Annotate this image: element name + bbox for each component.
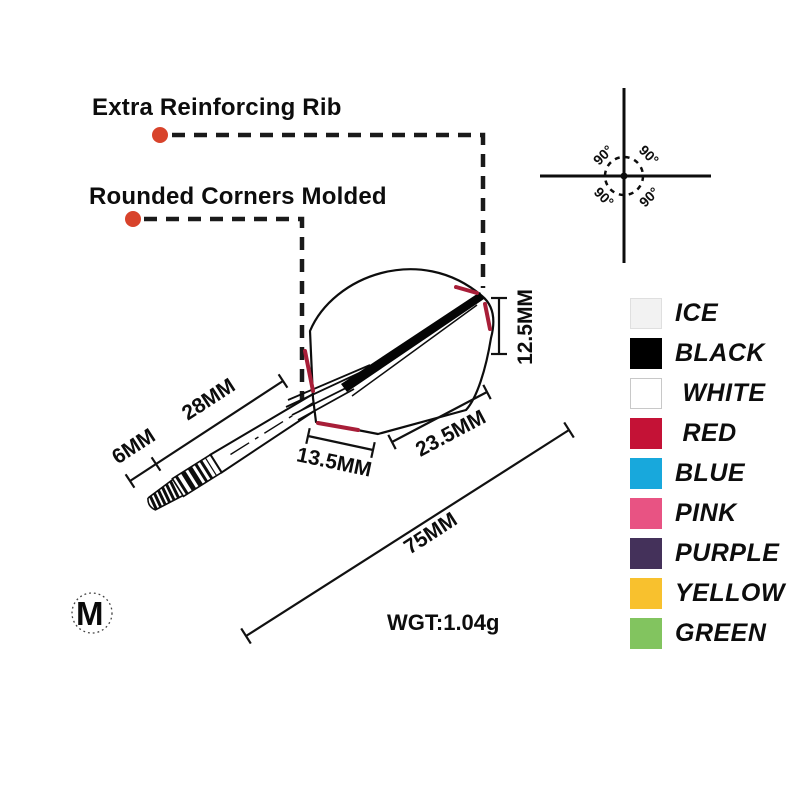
callout-extra-rib: Extra Reinforcing Rib bbox=[92, 94, 342, 121]
callout-dot-rounded-corners bbox=[125, 211, 141, 227]
color-swatch-green bbox=[630, 618, 662, 649]
legend-label-ice: ICE bbox=[675, 299, 719, 327]
color-swatch-ice bbox=[630, 298, 662, 329]
legend-item-pink: PINK bbox=[630, 498, 785, 529]
m-logo-circle bbox=[71, 592, 113, 634]
color-swatch-white bbox=[630, 378, 662, 409]
m-logo: M bbox=[76, 595, 104, 632]
legend-item-red: RED bbox=[630, 418, 785, 449]
legend-item-white: WHITE bbox=[630, 378, 785, 409]
legend-item-black: BLACK bbox=[630, 338, 785, 369]
dart-flight bbox=[285, 268, 495, 436]
legend-item-green: GREEN bbox=[630, 618, 785, 649]
legend-label-green: GREEN bbox=[675, 619, 767, 647]
legend-label-blue: BLUE bbox=[675, 459, 746, 487]
legend-label-red: RED bbox=[675, 419, 737, 447]
dimension-lines bbox=[124, 296, 575, 645]
color-swatch-red bbox=[630, 418, 662, 449]
color-swatch-blue bbox=[630, 458, 662, 489]
legend-item-purple: PURPLE bbox=[630, 538, 785, 569]
callout-dot-extra-rib bbox=[152, 127, 168, 143]
legend-label-white: WHITE bbox=[675, 379, 766, 407]
weight-text: WGT:1.04g bbox=[387, 610, 500, 635]
color-swatch-purple bbox=[630, 538, 662, 569]
legend-label-purple: PURPLE bbox=[675, 539, 780, 567]
dim-label-flight-height: 12.5MM bbox=[514, 289, 537, 365]
leader-lines bbox=[144, 132, 486, 404]
rib-accents bbox=[303, 285, 492, 432]
legend-label-black: BLACK bbox=[675, 339, 765, 367]
color-swatch-yellow bbox=[630, 578, 662, 609]
color-swatch-black bbox=[630, 338, 662, 369]
legend-item-ice: ICE bbox=[630, 298, 785, 329]
angle-crosshair bbox=[540, 88, 711, 263]
legend-item-yellow: YELLOW bbox=[630, 578, 785, 609]
legend-label-pink: PINK bbox=[675, 499, 737, 527]
legend-label-yellow: YELLOW bbox=[675, 579, 785, 607]
color-legend: ICE BLACK WHITE RED BLUE PINK PURPLE bbox=[630, 298, 785, 658]
callout-rounded-corners: Rounded Corners Molded bbox=[89, 183, 387, 210]
color-swatch-pink bbox=[630, 498, 662, 529]
legend-item-blue: BLUE bbox=[630, 458, 785, 489]
